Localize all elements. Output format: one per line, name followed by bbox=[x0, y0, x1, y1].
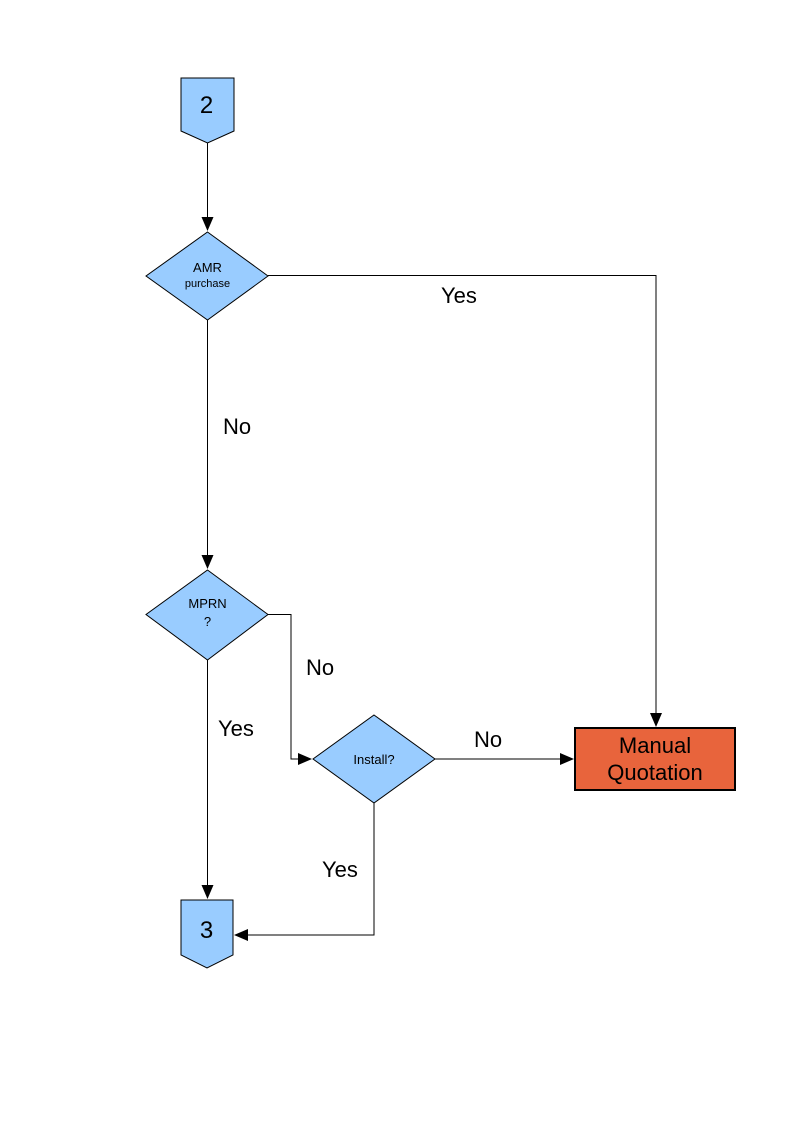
connector-3-label: 3 bbox=[200, 917, 213, 944]
node-connector-2: 2 bbox=[180, 77, 235, 144]
edge-label-amr-yes: Yes bbox=[441, 283, 477, 308]
manual-quotation-label-line2: Quotation bbox=[607, 760, 702, 785]
amr-purchase-label-line1: AMR bbox=[193, 260, 222, 275]
amr-purchase-label-line2: purchase bbox=[185, 278, 230, 290]
connector-2-shape bbox=[180, 77, 235, 144]
mprn-label-line2: ? bbox=[204, 614, 211, 629]
edge-label-amr-no: No bbox=[223, 414, 251, 439]
edge-label-install-yes: Yes bbox=[322, 857, 358, 882]
node-mprn: MPRN ? bbox=[145, 569, 269, 661]
node-manual-quotation: Manual Quotation bbox=[574, 727, 736, 791]
node-amr-purchase: AMR purchase bbox=[145, 231, 269, 321]
edge-install-yes-to-connector3 bbox=[234, 803, 375, 941]
edge-amr-yes-to-manual-quotation bbox=[268, 275, 662, 727]
edge-mprn-no-to-install bbox=[268, 614, 312, 765]
edge-label-mprn-no: No bbox=[306, 655, 334, 680]
connector-2-label: 2 bbox=[200, 92, 213, 119]
install-diamond bbox=[312, 714, 436, 804]
edge-label-mprn-yes: Yes bbox=[218, 716, 254, 741]
node-connector-3: 3 bbox=[180, 899, 234, 969]
flowchart-edge-labels: Yes No No Yes No Yes bbox=[218, 283, 502, 882]
amr-purchase-diamond bbox=[145, 231, 269, 321]
mprn-label-line1: MPRN bbox=[188, 596, 226, 611]
edge-label-install-no: No bbox=[474, 727, 502, 752]
mprn-diamond bbox=[145, 569, 269, 661]
flowchart-edges bbox=[201, 143, 662, 941]
manual-quotation-box bbox=[574, 727, 736, 791]
install-label: Install? bbox=[353, 752, 394, 767]
connector-3-shape bbox=[180, 899, 234, 969]
node-install: Install? bbox=[312, 714, 436, 804]
manual-quotation-label-line1: Manual bbox=[619, 733, 691, 758]
